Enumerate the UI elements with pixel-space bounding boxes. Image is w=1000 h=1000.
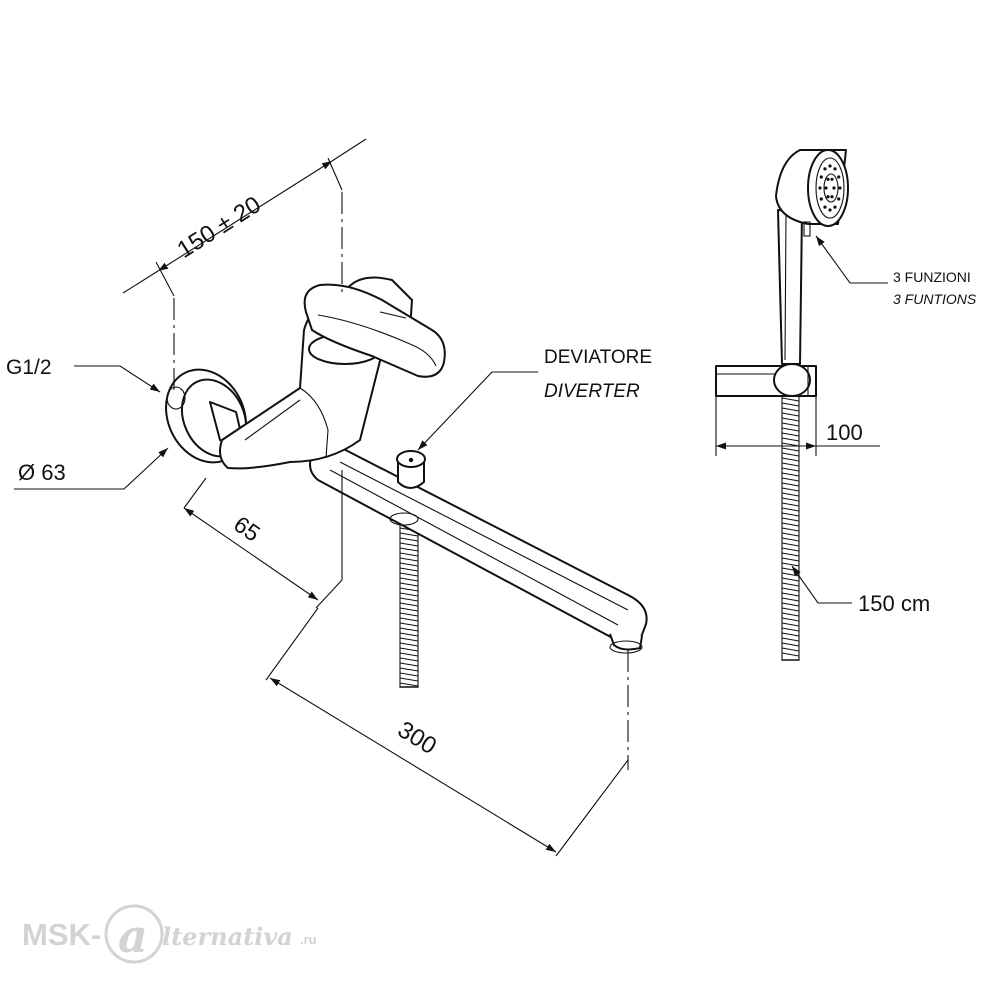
- holder-depth-label: 100: [826, 420, 863, 445]
- dim-depth: 65: [183, 470, 343, 609]
- nozzle-dot: [837, 197, 841, 201]
- leader-flange: Ø 63: [14, 447, 169, 490]
- nozzle-dot: [823, 167, 827, 171]
- dim-depth-label: 65: [229, 511, 265, 547]
- nozzle-dot: [819, 175, 823, 179]
- watermark-left: MSK-: [22, 917, 101, 952]
- leader-hose-length: 150 cm: [791, 565, 930, 616]
- leader-diverter: DEVIATORE DIVERTER: [417, 347, 652, 451]
- nozzle-dot: [837, 175, 841, 179]
- diverter-hose: [399, 525, 419, 688]
- diverter-knob: [396, 450, 426, 489]
- diverter-label-en: DIVERTER: [544, 381, 640, 402]
- watermark-right: lternativa: [162, 922, 293, 951]
- center-lines: [173, 192, 629, 770]
- nozzle-dot: [819, 197, 823, 201]
- nozzle-dot: [832, 186, 836, 190]
- diverter-label-it: DEVIATORE: [544, 347, 652, 368]
- nozzle-dot: [833, 205, 837, 209]
- hose-length-label: 150 cm: [858, 591, 930, 616]
- nozzle-dot: [830, 195, 834, 199]
- shower-nozzles: [818, 164, 842, 212]
- nozzle-dot: [818, 186, 822, 190]
- dim-holder-depth: 100: [715, 396, 880, 456]
- dim-width: 150 ± 20: [122, 138, 367, 297]
- nozzle-dot: [838, 186, 842, 190]
- mixer-body: [219, 276, 446, 470]
- nozzle-dot: [824, 186, 828, 190]
- dim-width-label: 150 ± 20: [173, 191, 266, 264]
- dim-spout-length-label: 300: [393, 716, 441, 760]
- svg-text:a: a: [118, 909, 148, 963]
- leader-functions: 3 FUNZIONI 3 FUNTIONS: [815, 235, 977, 307]
- nozzle-dot: [823, 205, 827, 209]
- nozzle-dot: [826, 177, 830, 181]
- thread-label: G1/2: [6, 356, 52, 379]
- watermark-logo: MSK- a lternativa .ru: [22, 904, 317, 964]
- hand-shower-drawing: 3 FUNZIONI 3 FUNTIONS 100 150 cm: [715, 149, 977, 661]
- mixer-drawing: 150 ± 20 65 300 G1/2 Ø 63: [6, 138, 652, 857]
- nozzle-dot: [833, 167, 837, 171]
- nozzle-dot: [826, 195, 830, 199]
- shower-hose: [781, 395, 800, 661]
- wall-holder: [715, 363, 817, 397]
- leader-thread: G1/2: [6, 356, 161, 393]
- dim-spout-length: 300: [265, 607, 629, 857]
- watermark-at-icon: [104, 904, 164, 964]
- shower-head: [775, 149, 849, 237]
- nozzle-dot: [828, 208, 832, 212]
- spout: [309, 441, 648, 654]
- functions-label-it: 3 FUNZIONI: [893, 269, 971, 285]
- nozzle-dot: [830, 177, 834, 181]
- watermark-suffix: .ru: [300, 932, 317, 947]
- flange-label: Ø 63: [18, 460, 66, 485]
- functions-label-en: 3 FUNTIONS: [893, 291, 977, 307]
- shower-handle: [777, 209, 803, 365]
- nozzle-dot: [828, 164, 832, 168]
